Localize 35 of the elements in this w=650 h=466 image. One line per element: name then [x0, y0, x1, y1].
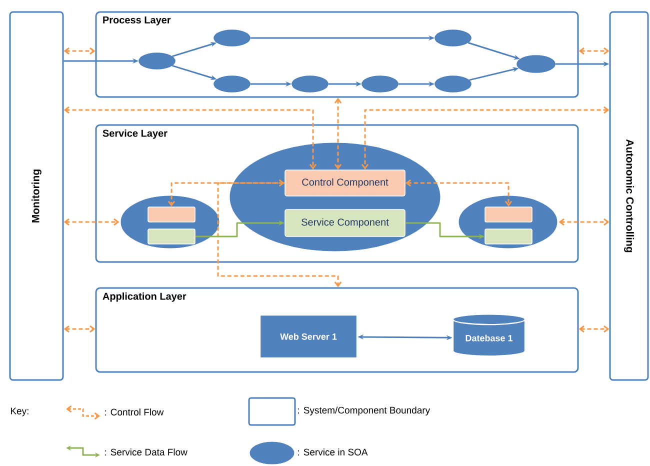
service-ellipse [292, 76, 328, 92]
arrow [405, 179, 512, 207]
database-cylinder: Datebase 1 [452, 313, 526, 357]
arrow [578, 325, 610, 333]
service-ellipse [214, 30, 250, 46]
server-box: Web Server 1 [259, 314, 358, 359]
service-box [148, 228, 196, 244]
arrow [168, 179, 285, 207]
arrow [64, 218, 120, 226]
arrow [361, 106, 610, 170]
control-box: Control Component [284, 170, 406, 196]
service-box [484, 228, 532, 244]
control-box [148, 206, 196, 222]
service-ellipse [434, 30, 472, 46]
arrow [558, 218, 610, 226]
service-ellipse [362, 76, 398, 92]
arrow [64, 106, 317, 170]
arrow [334, 98, 342, 170]
service-ellipse [434, 76, 472, 92]
control-box [484, 206, 532, 222]
legend-text: : Service in SOA [298, 448, 368, 456]
key-label: Key: [10, 408, 28, 416]
arrow [64, 325, 96, 333]
legend-text: : Control Flow [105, 408, 164, 416]
service-ellipse [516, 55, 556, 73]
service-ellipse [214, 76, 250, 92]
service-ellipse [138, 52, 176, 70]
side-panel: Autonomic Controlling [609, 11, 649, 381]
legend-text: : System/Component Boundary [298, 406, 430, 416]
side-panel: Monitoring [9, 11, 64, 381]
legend-text: : Service Data Flow [105, 448, 188, 456]
arrow [217, 182, 342, 288]
service-box: Service Component [284, 209, 406, 237]
arrow [64, 47, 96, 55]
arrow [578, 47, 610, 55]
